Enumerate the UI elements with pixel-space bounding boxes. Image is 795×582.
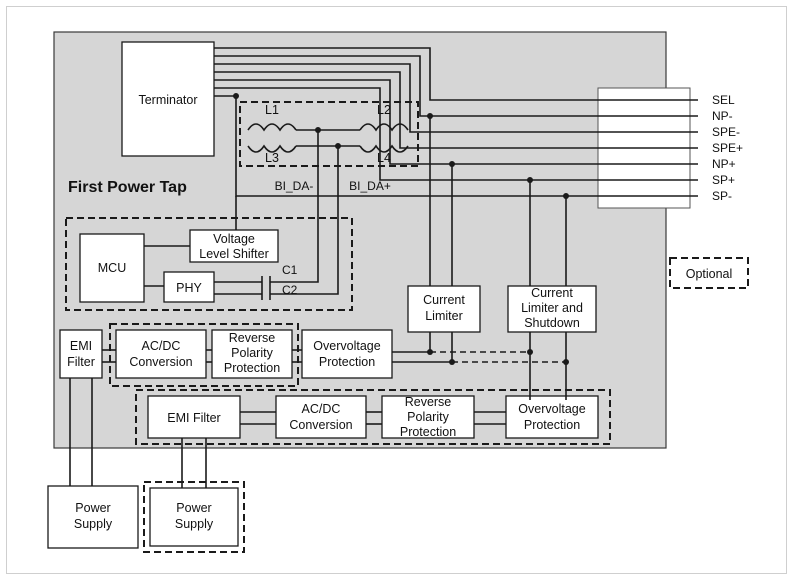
current-limiter-box (407, 285, 481, 333)
label-l2: L2 (377, 103, 391, 117)
wire-sel (214, 47, 698, 101)
limiter-wires (429, 116, 567, 400)
emi-filter-1-line1: EMI (70, 339, 92, 353)
power-supply-2-optional-group (143, 481, 245, 553)
image-frame (6, 6, 787, 574)
mcu-wires (144, 130, 339, 300)
wire-sp-minus (214, 95, 698, 197)
acdc-1-line1: AC/DC (142, 339, 181, 353)
wire-np-minus (214, 55, 698, 117)
emi-filter-2-box (147, 395, 241, 439)
acdc-2-box (275, 395, 367, 439)
signal-lines (214, 47, 698, 197)
emi-filter-1-line2: Filter (67, 355, 95, 369)
reverse-1-line1: Reverse (229, 331, 276, 345)
current-limiter-shutdown-box (507, 285, 597, 333)
terminator-box (121, 41, 215, 157)
label-c1: C1 (282, 263, 298, 277)
power-supply-2-box (149, 487, 239, 547)
overvoltage-1-box (301, 329, 393, 379)
current-limiter-shutdown-line2: Limiter and (521, 301, 583, 315)
power-supply-2-line1: Power (176, 501, 211, 515)
reverse-1-line2: Polarity (231, 346, 273, 360)
overvoltage-2-line2: Protection (524, 418, 580, 432)
power-supply-1-box (47, 485, 139, 549)
power-path-1-wires (69, 349, 569, 486)
emi-filter-2-label: EMI Filter (167, 411, 220, 425)
phy-label: PHY (176, 281, 202, 295)
power-supply-1-line1: Power (75, 501, 110, 515)
page-title: First Power Tap (68, 179, 187, 196)
power-path-2-wires (181, 396, 567, 492)
optional-label: Optional (686, 267, 733, 281)
overvoltage-1-line1: Overvoltage (313, 339, 380, 353)
label-bi-da-plus: BI_DA+ (349, 179, 391, 193)
inductor-l3 (247, 144, 297, 153)
signal-sp-minus: SP- (712, 189, 732, 203)
reverse-1-line3: Protection (224, 361, 280, 375)
signal-np-plus: NP+ (712, 157, 736, 171)
second-power-path-group (135, 389, 611, 445)
voltage-shifter-line1: Voltage (213, 232, 255, 246)
terminator-label: Terminator (138, 93, 197, 107)
current-limiter-line1: Current (423, 293, 465, 307)
overvoltage-2-box (505, 395, 599, 439)
label-bi-da-minus: BI_DA- (275, 179, 314, 193)
reverse-2-line3: Protection (400, 425, 456, 439)
wire-sp-plus (214, 87, 698, 181)
current-limiter-shutdown-line3: Shutdown (524, 316, 580, 330)
label-l1: L1 (265, 103, 279, 117)
acdc-1-line2: Conversion (129, 355, 192, 369)
current-limiter-shutdown-line1: Current (531, 286, 573, 300)
inductor-l2 (359, 123, 409, 132)
signal-sp-plus: SP+ (712, 173, 735, 187)
inductor-coils (247, 123, 409, 153)
inductor-group (239, 101, 419, 167)
mcu-box (79, 233, 145, 303)
wire-spe-plus (214, 71, 698, 149)
mcu-label: MCU (98, 261, 126, 275)
label-l4: L4 (377, 151, 391, 165)
overvoltage-2-line1: Overvoltage (518, 402, 585, 416)
signal-np-minus: NP- (712, 109, 733, 123)
signal-spe-plus: SPE+ (712, 141, 743, 155)
phy-box (163, 271, 215, 303)
voltage-shifter-line2: Level Shifter (199, 247, 268, 261)
optional-rectifier-group (109, 323, 299, 387)
reverse-1-box (211, 329, 293, 379)
reverse-2-line1: Reverse (405, 395, 452, 409)
inductor-l1 (247, 123, 297, 132)
label-l3: L3 (265, 151, 279, 165)
overvoltage-1-line2: Protection (319, 355, 375, 369)
wire-spe-minus (214, 63, 698, 133)
acdc-1-box (115, 329, 207, 379)
signal-spe-minus: SPE- (712, 125, 740, 139)
current-limiter-line2: Limiter (425, 309, 463, 323)
mcu-group (65, 217, 353, 311)
voltage-shifter-box (189, 229, 279, 263)
power-supply-2-line2: Supply (175, 517, 214, 531)
reverse-2-box (381, 395, 475, 439)
power-supply-1-line2: Supply (74, 517, 113, 531)
acdc-2-line2: Conversion (289, 418, 352, 432)
emi-filter-1-box (59, 329, 103, 379)
wire-np-plus (214, 79, 698, 165)
acdc-2-line1: AC/DC (302, 402, 341, 416)
optional-legend-box (669, 257, 749, 289)
label-c2: C2 (282, 283, 298, 297)
signal-sel: SEL (712, 93, 735, 107)
reverse-2-line2: Polarity (407, 410, 449, 424)
inductor-l4 (359, 144, 409, 153)
